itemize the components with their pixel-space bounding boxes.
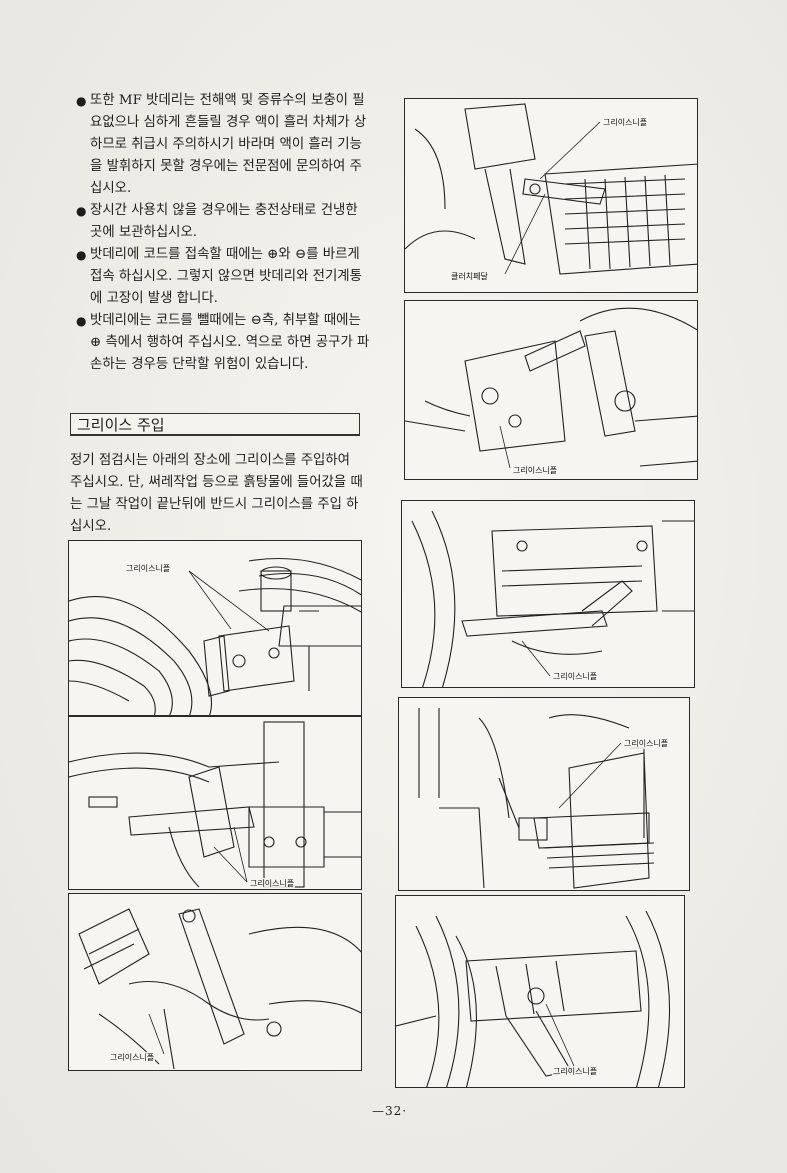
figure-rear-axle-nipple: 그리이스니플 — [404, 300, 698, 480]
section-heading: 그리이스 주입 — [70, 413, 360, 436]
grease-nipple-callout: 그리이스니플 — [125, 563, 172, 574]
bullet-icon: ● — [76, 204, 87, 218]
bullet-item: ● 밧데리에는 코드를 뺄때에는 ⊖측, 취부할 때에는 ⊕ 측에서 행하여 주… — [76, 310, 372, 376]
battery-notes-list: ● 또한 MF 밧데리는 전해액 및 증류수의 보충이 필요없으나 심하게 흔들… — [76, 90, 372, 376]
grease-nipple-callout: 그리이스니플 — [512, 465, 559, 476]
figure-drawing — [69, 557, 361, 715]
grease-nipple-callout: 그리이스니플 — [623, 738, 670, 749]
grease-nipple-callout: 그리이스니플 — [249, 878, 296, 889]
figure-hitch-nipples: 그리이스니플 — [68, 893, 362, 1071]
figure-front-wheel-nipple: 그리이스니플 — [395, 895, 685, 1088]
figure-steering-nipples: 그리이스니플 — [68, 716, 362, 890]
figure-pedal-shaft-nipple: 그리이스니플 — [398, 697, 690, 891]
bullet-icon: ● — [76, 248, 87, 262]
grease-nipple-callout: 그리이스니플 — [552, 671, 599, 682]
figure-drawing — [405, 307, 697, 469]
intro-paragraph: 정기 점검시는 아래의 장소에 그리이스를 주입하여 주십시오. 단, 써레작업… — [70, 453, 363, 534]
page-number: —32· — [372, 1104, 408, 1118]
figure-drawing — [78, 908, 361, 1070]
bullet-item: ● 밧데리에 코드를 접속할 때에는 ⊕와 ⊖를 바르게 접속 하십시오. 그렇… — [76, 244, 372, 310]
clutch-pedal-callout: 클러치페달 — [450, 271, 489, 282]
figure-drawing — [405, 103, 697, 275]
bullet-item: ● 장시간 사용치 않을 경우에는 충전상태로 건냉한 곳에 보관하십시오. — [76, 200, 372, 244]
bullet-text: 장시간 사용치 않을 경우에는 충전상태로 건냉한 곳에 보관하십시오. — [90, 203, 358, 240]
grease-nipple-callout: 그리이스니플 — [602, 117, 649, 128]
figure-drawing — [411, 510, 694, 687]
bullet-icon: ● — [76, 94, 87, 108]
figure-linkage-nipple: 그리이스니플 — [401, 500, 695, 688]
bullet-text: 밧데리에 코드를 접속할 때에는 ⊕와 ⊖를 바르게 접속 하십시오. 그렇지 … — [90, 247, 362, 306]
figure-clutch-pedal-nipple: 그리이스니플 클러치페달 — [404, 98, 698, 293]
grease-nipple-callout: 그리이스니플 — [109, 1052, 156, 1063]
bullet-icon: ● — [76, 314, 87, 328]
figure-drawing — [418, 708, 655, 889]
bullet-text: 또한 MF 밧데리는 전해액 및 증류수의 보충이 필요없으나 심하게 흔들릴 … — [90, 93, 367, 196]
figure-front-axle-nipples: 그리이스니플 — [68, 540, 362, 716]
figure-drawing — [69, 721, 361, 888]
grease-nipple-callout: 그리이스니플 — [552, 1066, 599, 1077]
bullet-text: 밧데리에는 코드를 뺄때에는 ⊖측, 취부할 때에는 ⊕ 측에서 행하여 주십시… — [90, 313, 370, 372]
figure-drawing — [396, 910, 671, 1087]
bullet-item: ● 또한 MF 밧데리는 전해액 및 증류수의 보충이 필요없으나 심하게 흔들… — [76, 90, 372, 200]
